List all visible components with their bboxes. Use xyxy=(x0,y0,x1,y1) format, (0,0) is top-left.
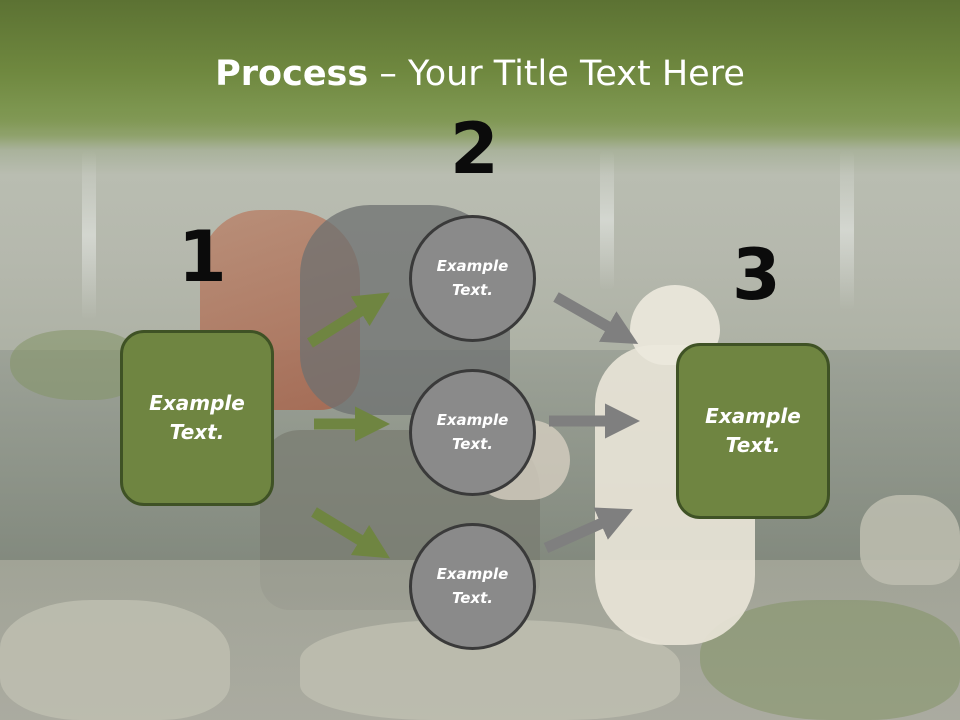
background-rock xyxy=(0,600,230,720)
slide-title-bold: Process xyxy=(215,54,369,94)
slide-title-rest: – Your Title Text Here xyxy=(368,54,745,94)
circle-text: Example Text. xyxy=(436,565,509,607)
right-box[interactable]: Example Text. xyxy=(676,343,830,519)
left-box[interactable]: Example Text. xyxy=(120,330,274,506)
header-band xyxy=(0,0,960,130)
step-number-3: 3 xyxy=(732,234,781,316)
arrow-grey-up xyxy=(543,507,633,554)
middle-circle-top[interactable]: Example Text. xyxy=(409,215,536,342)
background-rock xyxy=(860,495,960,585)
arrow-green-up xyxy=(307,292,390,348)
step-number-1: 1 xyxy=(178,216,227,298)
background-waterfall xyxy=(82,150,96,320)
middle-circle-center[interactable]: Example Text. xyxy=(409,369,536,496)
left-box-text: Example Text. xyxy=(149,391,245,444)
circle-text: Example Text. xyxy=(436,411,509,453)
background-moss xyxy=(700,600,960,720)
background-moss xyxy=(10,330,140,400)
arrow-green-down xyxy=(311,507,391,559)
background-waterfall xyxy=(600,150,614,290)
right-box-text: Example Text. xyxy=(705,404,801,457)
arrow-grey-down xyxy=(553,292,639,344)
background-waterfall xyxy=(840,150,854,310)
circle-text: Example Text. xyxy=(436,257,509,299)
middle-circle-bottom[interactable]: Example Text. xyxy=(409,523,536,650)
slide-title: Process – Your Title Text Here xyxy=(0,54,960,94)
step-number-2: 2 xyxy=(450,108,499,190)
